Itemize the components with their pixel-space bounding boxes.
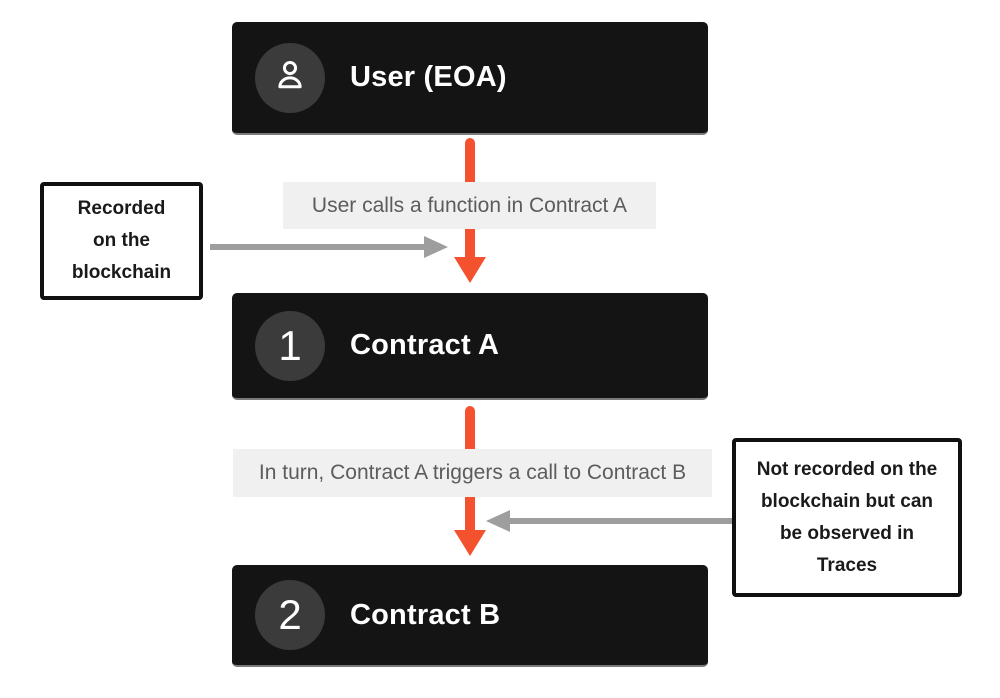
right-note-arrowhead <box>486 510 510 532</box>
node-title-contract-b: Contract B <box>350 598 501 631</box>
contract-a-number-badge: 1 <box>255 310 325 381</box>
user-avatar <box>255 42 325 113</box>
left-note-arrowhead <box>424 236 448 258</box>
contract-a-number: 1 <box>278 321 302 369</box>
node-contract-b: 2 Contract B <box>232 565 708 667</box>
contract-b-number: 2 <box>278 591 302 638</box>
arrowhead-user-to-contract-a <box>454 257 486 283</box>
node-contract-a: 1 Contract A <box>232 293 708 400</box>
contract-b-number-badge: 2 <box>255 580 325 650</box>
person-icon <box>271 56 309 99</box>
node-title-user: User (EOA) <box>350 61 507 93</box>
right-note-arrow <box>510 518 732 524</box>
note-not-recorded-traces: Not recorded on the blockchain but can b… <box>732 438 962 597</box>
node-user-eoa: User (EOA) <box>232 22 708 135</box>
node-title-contract-a: Contract A <box>350 329 500 361</box>
arrowhead-contract-a-to-contract-b <box>454 530 486 556</box>
flow-step1-label: User calls a function in Contract A <box>283 182 656 229</box>
note-recorded-on-blockchain: Recorded on the blockchain <box>40 182 203 300</box>
flow-step2-label: In turn, Contract A triggers a call to C… <box>233 449 712 497</box>
left-note-arrow <box>210 244 426 250</box>
